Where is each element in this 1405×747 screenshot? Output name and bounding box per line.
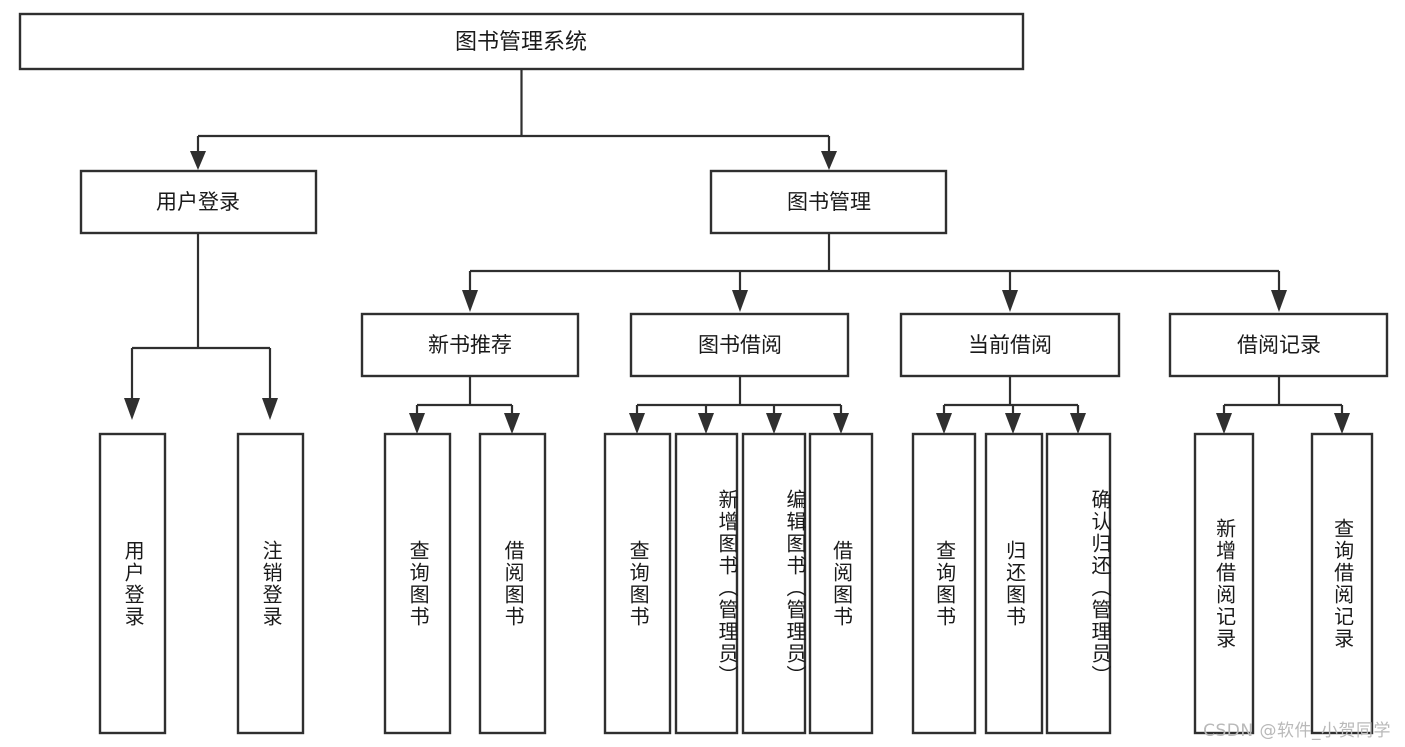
leaf-box-user-login-1[interactable] bbox=[236, 432, 305, 735]
leaf-box-book-borrow-1[interactable] bbox=[674, 432, 739, 735]
node-borrow-record[interactable]: 借阅记录 bbox=[1168, 312, 1389, 378]
node-user-login-label: 用户登录 bbox=[156, 190, 240, 214]
node-root[interactable]: 图书管理系统 bbox=[18, 12, 1025, 71]
leaf-label-book-borrow-2: 编辑图书（管理员） bbox=[783, 488, 807, 687]
connector-level1-to-level2 bbox=[462, 233, 1287, 312]
connector-user-login-to-leaves bbox=[124, 233, 278, 420]
leaf-box-current-borrow-0[interactable] bbox=[911, 432, 977, 735]
node-root-label: 图书管理系统 bbox=[455, 30, 587, 55]
leaf-label-borrow-record-1: 查询借阅记录 bbox=[1330, 517, 1355, 650]
node-book-management-label: 图书管理 bbox=[787, 190, 871, 214]
leaf-box-book-borrow-0[interactable] bbox=[603, 432, 672, 735]
leaf-label-current-borrow-0: 查询图书 bbox=[932, 539, 957, 628]
leaf-label-user-login-0: 用户登录 bbox=[121, 539, 146, 628]
leaf-label-borrow-record-0: 新增借阅记录 bbox=[1212, 517, 1237, 650]
leaf-box-borrow-record-0[interactable] bbox=[1193, 432, 1255, 735]
connector-new-book-to-leaves bbox=[409, 376, 520, 434]
leaf-label-current-borrow-2: 确认归还（管理员） bbox=[1088, 488, 1112, 687]
leaf-box-current-borrow-2[interactable] bbox=[1045, 432, 1112, 735]
node-borrow-record-label: 借阅记录 bbox=[1237, 333, 1321, 357]
leaf-box-borrow-record-1[interactable] bbox=[1310, 432, 1374, 735]
node-new-book-recommend-label: 新书推荐 bbox=[428, 333, 512, 357]
connector-current-borrow-to-leaves bbox=[936, 376, 1086, 434]
leaf-box-new-book-1[interactable] bbox=[478, 432, 547, 735]
node-book-management[interactable]: 图书管理 bbox=[709, 169, 948, 235]
csdn-watermark: CSDN @软件_小贺同学 bbox=[1203, 721, 1391, 741]
leaf-box-new-book-0[interactable] bbox=[383, 432, 452, 735]
leaf-box-user-login-0[interactable] bbox=[98, 432, 167, 735]
node-new-book-recommend[interactable]: 新书推荐 bbox=[360, 312, 580, 378]
node-current-borrow-label: 当前借阅 bbox=[968, 333, 1052, 357]
leaf-box-book-borrow-3[interactable] bbox=[808, 432, 874, 735]
node-book-borrow-label: 图书借阅 bbox=[698, 333, 782, 357]
leaf-label-user-login-1: 注销登录 bbox=[259, 539, 284, 628]
connector-borrow-record-to-leaves bbox=[1216, 376, 1350, 434]
leaf-label-book-borrow-0: 查询图书 bbox=[626, 539, 651, 628]
leaf-label-book-borrow-1: 新增图书（管理员） bbox=[715, 488, 739, 687]
leaf-box-book-borrow-2[interactable] bbox=[741, 432, 807, 735]
node-book-borrow[interactable]: 图书借阅 bbox=[629, 312, 850, 378]
connector-root-to-level1 bbox=[190, 70, 837, 170]
node-current-borrow[interactable]: 当前借阅 bbox=[899, 312, 1121, 378]
connector-book-borrow-to-leaves bbox=[629, 376, 849, 434]
leaf-label-book-borrow-3: 借阅图书 bbox=[829, 539, 854, 628]
leaf-label-current-borrow-1: 归还图书 bbox=[1002, 539, 1027, 628]
node-user-login[interactable]: 用户登录 bbox=[79, 169, 318, 235]
leaf-label-new-book-1: 借阅图书 bbox=[501, 539, 526, 628]
leaf-box-current-borrow-1[interactable] bbox=[984, 432, 1044, 735]
leaf-label-new-book-0: 查询图书 bbox=[406, 539, 431, 628]
